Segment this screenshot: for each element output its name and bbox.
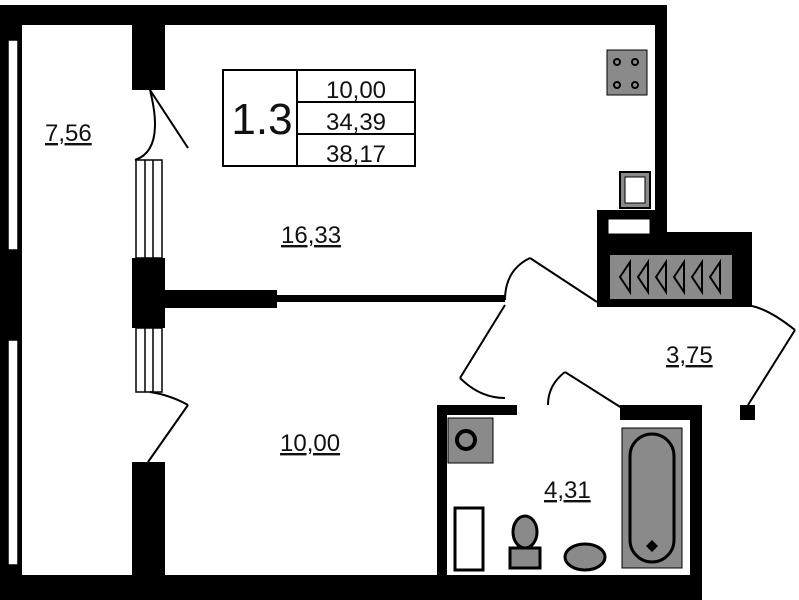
- area-value: 10,00: [326, 77, 386, 104]
- apartment-info-table: 1.3 10,00 34,39 38,17: [222, 69, 416, 168]
- stove-icon: [606, 49, 648, 96]
- washing-machine-icon: [447, 417, 494, 464]
- sink-icon: [619, 171, 651, 209]
- apartment-number: 1.3: [231, 95, 292, 144]
- sink-bathroom-icon: [563, 542, 607, 572]
- cabinet: [453, 506, 485, 572]
- bathtub-icon: [621, 427, 683, 569]
- area-value: 34,39: [326, 109, 386, 136]
- radiator-icon: [610, 255, 732, 299]
- room-area-living-room: 16,33: [281, 222, 341, 249]
- room-area-hallway: 3,75: [666, 342, 713, 369]
- room-area-balcony: 7,56: [45, 120, 92, 147]
- area-value: 38,17: [326, 141, 386, 168]
- room-area-bathroom: 4,31: [544, 477, 591, 504]
- toilet-icon: [508, 514, 542, 570]
- counter: [607, 218, 651, 235]
- room-area-bedroom: 10,00: [280, 430, 340, 457]
- windows: [7, 39, 163, 566]
- doors: [134, 89, 796, 463]
